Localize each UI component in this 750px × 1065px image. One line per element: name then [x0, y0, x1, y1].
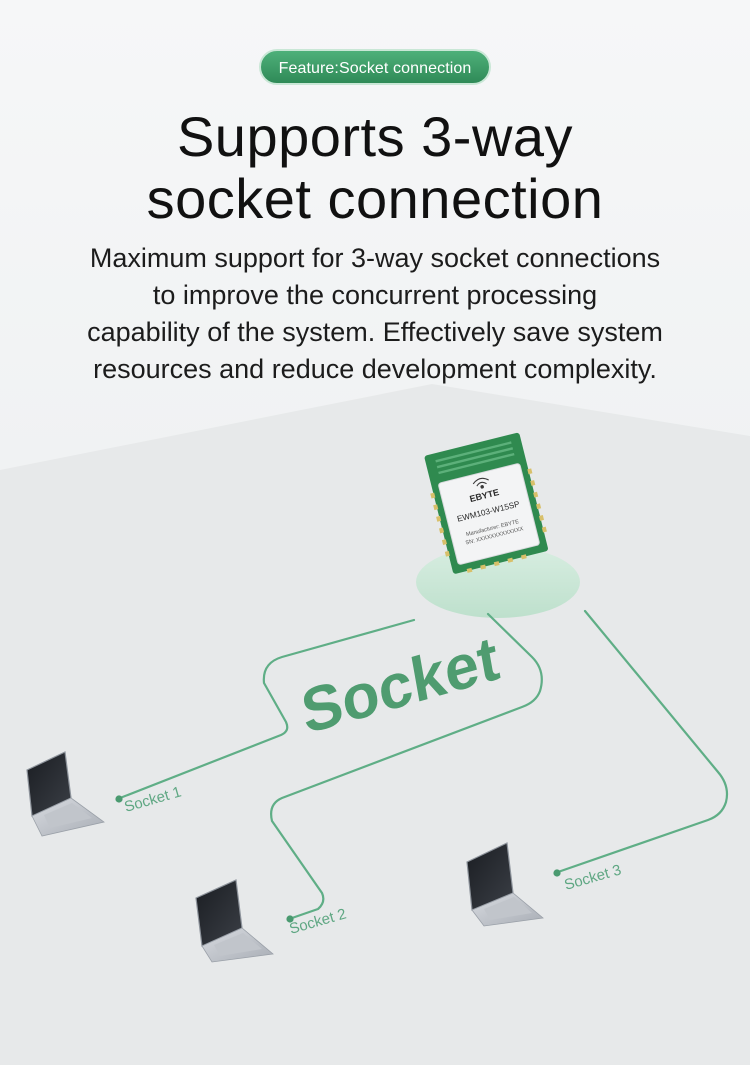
link-line-3	[556, 609, 729, 874]
headline-line-1: Supports 3-way	[176, 105, 574, 168]
antenna-trace	[435, 441, 515, 475]
connection-lines	[118, 609, 729, 920]
socket-center-label: Socket	[296, 624, 503, 748]
description-line-1: Maximum support for 3-way socket connect…	[89, 243, 661, 273]
module-shield	[438, 463, 540, 565]
link-dot-3	[553, 869, 561, 877]
description-line-4: resources and reduce development complex…	[93, 354, 657, 384]
socket-2-label: Socket 2	[287, 905, 348, 937]
link-line-2	[270, 612, 543, 920]
link-line-1	[118, 618, 416, 800]
laptop-1	[26, 751, 105, 837]
feature-badge: Feature:Socket connection	[259, 49, 491, 85]
link-dot-1	[115, 795, 123, 803]
headline-line-2: socket connection	[146, 167, 604, 230]
laptop-2	[195, 879, 274, 963]
module-pads	[430, 468, 547, 573]
socket-1-label: Socket 1	[122, 783, 183, 815]
description: Maximum support for 3-way socket connect…	[20, 240, 730, 388]
description-line-3: capability of the system. Effectively sa…	[87, 317, 663, 347]
wifi-module: EBYTE EWM103-W15SP Manufacturer: EBYTE S…	[424, 432, 548, 574]
laptop-3	[466, 842, 544, 927]
link-dot-2	[286, 915, 294, 923]
headline: Supports 3-way socket connection	[0, 106, 750, 230]
wifi-signal-icon	[472, 477, 489, 489]
description-line-2: to improve the concurrent processing	[152, 280, 598, 310]
